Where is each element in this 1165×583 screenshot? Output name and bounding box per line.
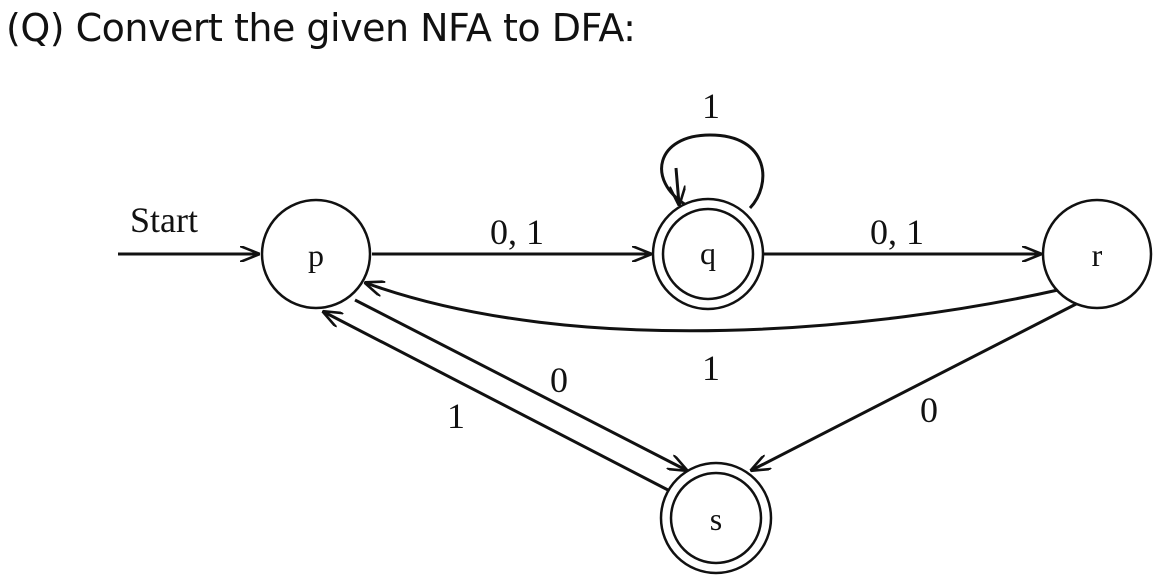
state-s-inner-circle — [669, 471, 763, 565]
edge-label-p-q: 0, 1 — [490, 212, 544, 252]
state-r: r — [1041, 198, 1153, 310]
state-r-label: r — [1092, 237, 1103, 273]
edge-label-r-p: 1 — [702, 348, 720, 388]
edge-label-p-s: 0 — [550, 360, 568, 400]
state-s: s — [659, 461, 773, 575]
edge-r-p — [366, 283, 1059, 333]
state-q-label: q — [700, 235, 716, 271]
state-s-label: s — [710, 501, 722, 537]
edge-s-p — [324, 312, 669, 492]
state-p-circle — [260, 198, 372, 310]
question-heading: (Q) Convert the given NFA to DFA: — [6, 6, 636, 50]
edge-label-r-s: 0 — [920, 390, 938, 430]
edge-label-s-p: 1 — [447, 396, 465, 436]
edge-q-q-arrowhead — [676, 167, 679, 204]
state-r-circle — [1041, 198, 1153, 310]
edge-q-q — [660, 133, 765, 210]
state-q-inner-circle — [661, 207, 755, 301]
state-q: q — [651, 197, 765, 311]
state-p-label: p — [308, 237, 324, 273]
edge-p-s — [354, 298, 686, 470]
edge-r-s — [752, 300, 1081, 470]
start-label: Start — [130, 200, 198, 240]
edge-label-q-r: 0, 1 — [870, 212, 924, 252]
state-p: p — [260, 198, 372, 310]
edge-label-q-q: 1 — [702, 86, 720, 126]
